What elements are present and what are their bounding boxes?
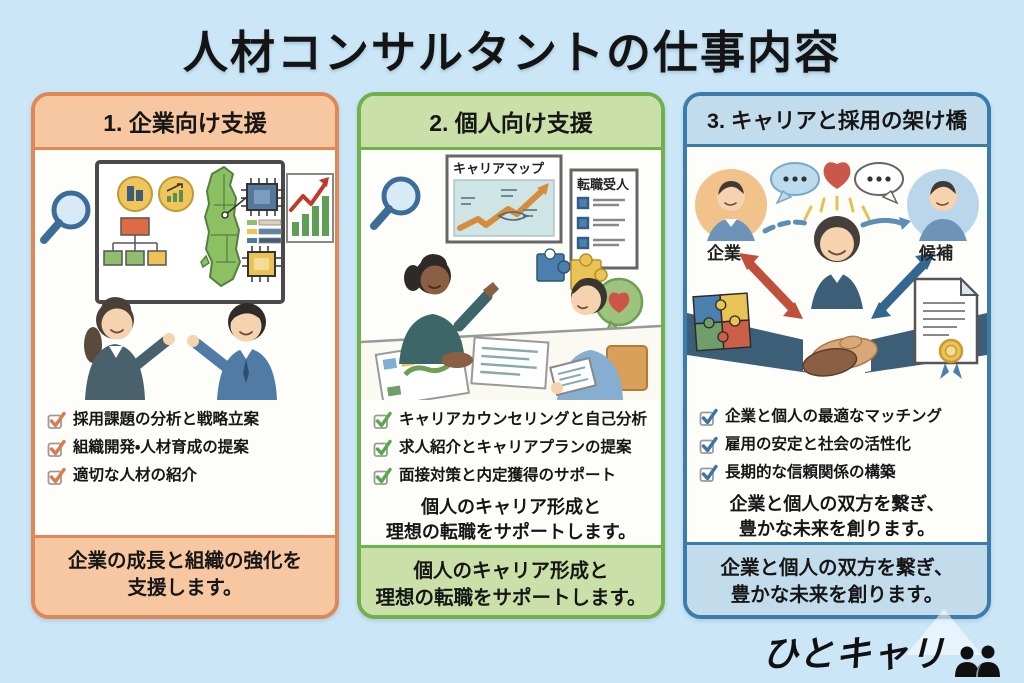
chip-icon-blue	[221, 178, 283, 219]
progress-bars	[247, 219, 282, 244]
footer-line: 理想の転職をサポートします。	[375, 587, 647, 609]
panel-3-checklist: 企業と個人の最適なマッチング 雇用の安定と社会の活性化 長期的な信頼関係の構築	[687, 397, 987, 487]
chip-icon-yellow	[242, 246, 281, 282]
footer-line: 企業と個人の双方を繋ぎ、	[720, 557, 954, 579]
panel-3-footer: 企業と個人の双方を繋ぎ、 豊かな未来を創ります。	[687, 542, 987, 615]
building-icon	[117, 176, 153, 212]
note-line: 理想の転職をサポートします。	[385, 522, 637, 542]
checkbox-icon	[47, 439, 66, 457]
panel-2-header: 2. 個人向け支援	[361, 96, 661, 150]
panel-2-body: キャリアマップ 転職受人 キャリアカウンセリングと自己分析 求人紹介とキャリアプ…	[361, 150, 661, 615]
checklist-item: 求人紹介とキャリアプランの提案	[373, 434, 655, 462]
checkbox-icon	[699, 464, 718, 482]
panel-3-illustration: 企業 候補	[687, 147, 987, 397]
panel-1-footer: 企業の成長と組織の強化を 支援します。	[35, 535, 335, 615]
company-avatar	[695, 169, 767, 241]
checkbox-icon	[47, 467, 66, 485]
checkbox-icon	[47, 411, 66, 429]
panel-2-note: 個人のキャリア形成と 理想の転職をサポートします。	[361, 495, 661, 545]
candidate-label: 候補	[919, 244, 953, 263]
job-listing-document	[569, 168, 639, 270]
checkbox-icon	[699, 436, 718, 454]
footer-line: 支援します。	[127, 577, 243, 599]
puzzle-pieces	[536, 248, 608, 291]
bar-chart-icon	[286, 173, 334, 243]
connection-arrows	[762, 217, 911, 234]
panel-3-header: 3. キャリアと採用の架け橋	[687, 96, 987, 147]
checklist-text: 求人紹介とキャリアプランの提案	[399, 439, 632, 456]
panel-1-checklist: 採用課題の分析と戦略立案 組織開発・人材育成の提案 適切な人材の紹介	[35, 400, 335, 490]
panel-1-header: 1. 企業向け支援	[35, 96, 335, 150]
checklist-item: 雇用の安定と社会の活性化	[699, 431, 981, 459]
checklist-text: 採用課題の分析と戦略立案	[73, 411, 260, 428]
checkbox-icon	[373, 439, 392, 457]
candidate-avatar	[907, 169, 979, 241]
panel-2-illustration: キャリアマップ 転職受人	[361, 150, 661, 400]
panel-2-checklist: キャリアカウンセリングと自己分析 求人紹介とキャリアプランの提案 面接対策と内定…	[361, 400, 661, 490]
career-map-poster	[445, 154, 563, 244]
note-line: 企業と個人の双方を繋ぎ、	[729, 494, 945, 514]
japan-map	[200, 166, 241, 287]
magnifier-icon	[40, 190, 91, 244]
puzzle-grid	[692, 292, 752, 352]
career-counseling-illustration	[361, 154, 661, 400]
org-chart-icon	[103, 217, 167, 266]
checklist-text: 適切な人材の紹介	[73, 467, 198, 484]
career-map-label: キャリアマップ	[453, 161, 545, 176]
matching-bridge-illustration	[687, 162, 987, 379]
checklist-item: 採用課題の分析と戦略立案	[47, 406, 329, 434]
checklist-item: 組織開発・人材育成の提案	[47, 434, 329, 462]
speech-bubble-right-icon	[854, 162, 904, 205]
certificate-document	[913, 276, 980, 379]
footer-line: 個人のキャリア形成と	[413, 560, 609, 582]
panel-1-body: 採用課題の分析と戦略立案 組織開発・人材育成の提案 適切な人材の紹介 企業の成長…	[35, 150, 335, 615]
checklist-item: キャリアカウンセリングと自己分析	[373, 406, 655, 434]
rays	[803, 195, 871, 221]
checklist-item: 長期的な信頼関係の構築	[699, 459, 981, 487]
company-label: 企業	[707, 244, 741, 263]
blue-arrow	[871, 253, 935, 319]
checklist-text: 企業と個人の最適なマッチング	[725, 408, 943, 425]
checklist-item: 企業と個人の最適なマッチング	[699, 403, 981, 431]
bridge-consultant-woman	[811, 216, 863, 309]
brand-logo: ひとキャリ	[762, 625, 1002, 677]
checklist-item: 適切な人材の紹介	[47, 462, 329, 490]
panel-2-footer: 個人のキャリア形成と 理想の転職をサポートします。	[361, 545, 661, 615]
panel-3-note: 企業と個人の双方を繋ぎ、 豊かな未来を創ります。	[687, 492, 987, 542]
panel-1-illustration	[35, 150, 335, 400]
note-line: 豊かな未来を創ります。	[738, 519, 936, 539]
corporate-strategy-illustration	[40, 160, 334, 400]
panel-career-bridge: 3. キャリアと採用の架け橋	[683, 92, 991, 619]
logo-text: ひとキャリ	[762, 633, 946, 674]
note-line: 個人のキャリア形成と	[421, 497, 601, 517]
checklist-text: 長期的な信頼関係の構築	[725, 464, 896, 481]
checklist-text: 雇用の安定と社会の活性化	[725, 436, 912, 453]
two-people-icon	[955, 645, 1000, 677]
consultant-man	[187, 303, 277, 400]
columns-container: 1. 企業向け支援	[0, 81, 1024, 619]
red-arrow	[739, 253, 803, 319]
footer-line: 企業の成長と組織の強化を	[67, 550, 302, 572]
consultant-woman	[84, 297, 175, 400]
job-listing-label: 転職受人	[577, 177, 630, 192]
checkbox-icon	[373, 467, 392, 485]
panel-individual-support: 2. 個人向け支援	[357, 92, 665, 619]
speech-bubble-left-icon	[770, 162, 820, 205]
checkbox-icon	[373, 411, 392, 429]
checklist-text: 面接対策と内定獲得のサポート	[399, 467, 617, 484]
panel-3-body: 企業 候補 企業と個人の最適なマッチング 雇用の安定と社会の活性化 長期的な信頼…	[687, 147, 987, 615]
counselor-woman	[399, 254, 499, 368]
growth-chart-icon	[158, 176, 194, 212]
heart-icon	[823, 162, 851, 189]
checklist-item: 面接対策と内定獲得のサポート	[373, 462, 655, 490]
page-title: 人材コンサルタントの仕事内容	[182, 27, 841, 78]
checkbox-icon	[699, 408, 718, 426]
panel-corporate-support: 1. 企業向け支援	[31, 92, 339, 619]
magnifier-icon	[370, 176, 421, 230]
client-man	[549, 278, 648, 400]
checklist-text: キャリアカウンセリングと自己分析	[399, 411, 648, 428]
checklist-text: 組織開発・人材育成の提案	[73, 439, 249, 456]
footer-line: 豊かな未来を創ります。	[730, 584, 944, 606]
